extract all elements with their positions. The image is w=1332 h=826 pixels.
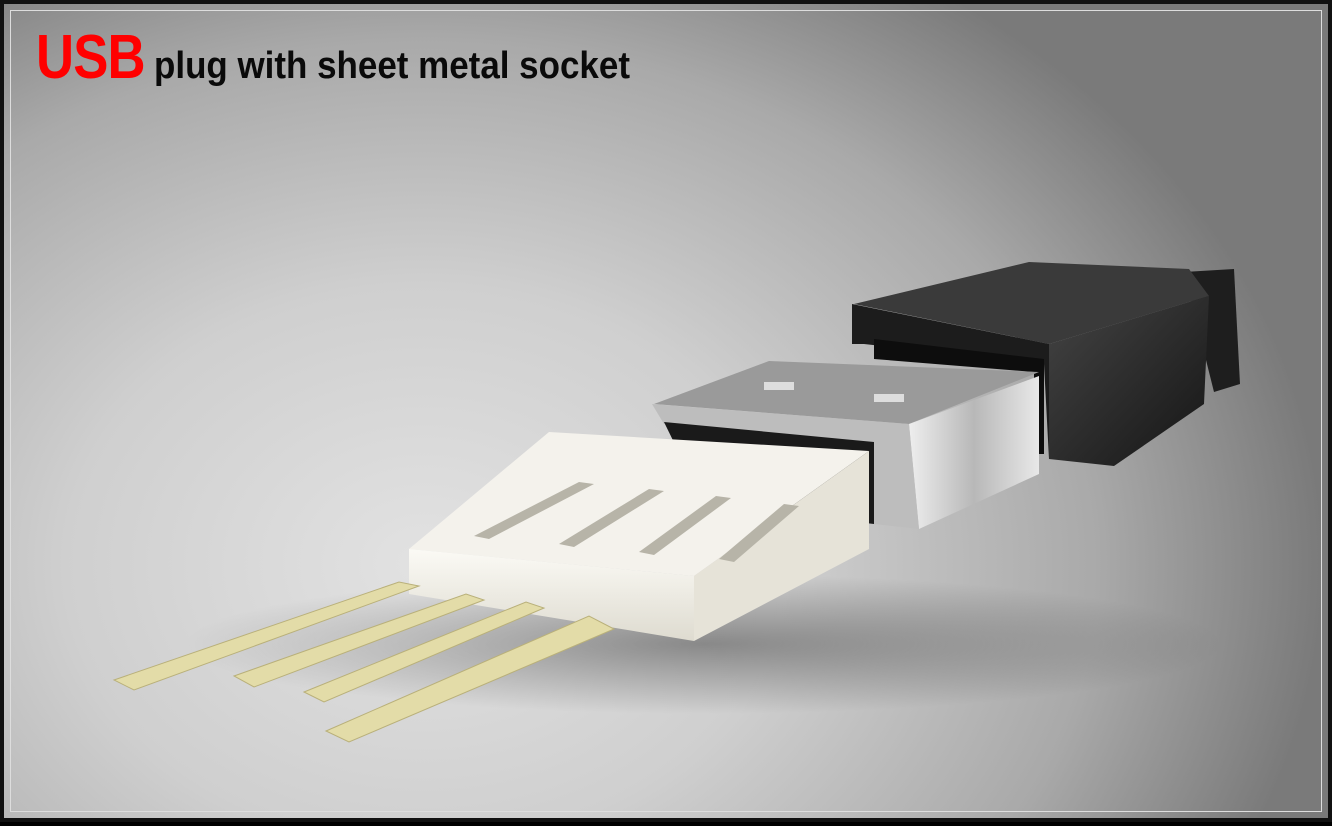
pin-1 (112, 581, 421, 691)
contact-slot (559, 489, 664, 547)
pin-3 (302, 601, 546, 703)
contact-slot (639, 496, 731, 555)
pin-4 (324, 615, 616, 743)
contact-slot (719, 504, 799, 562)
usb-render (112, 262, 1240, 743)
overmold-housing (852, 262, 1240, 466)
plastic-insert (409, 432, 869, 641)
title-highlight: USB (36, 23, 146, 92)
inner-border (10, 10, 1322, 812)
title: USB plug with sheet metal socket (36, 22, 672, 93)
pin-2 (232, 593, 486, 688)
contact-slot (474, 482, 594, 539)
contact-pins (112, 581, 616, 743)
title-text: plug with sheet metal socket (154, 45, 631, 87)
